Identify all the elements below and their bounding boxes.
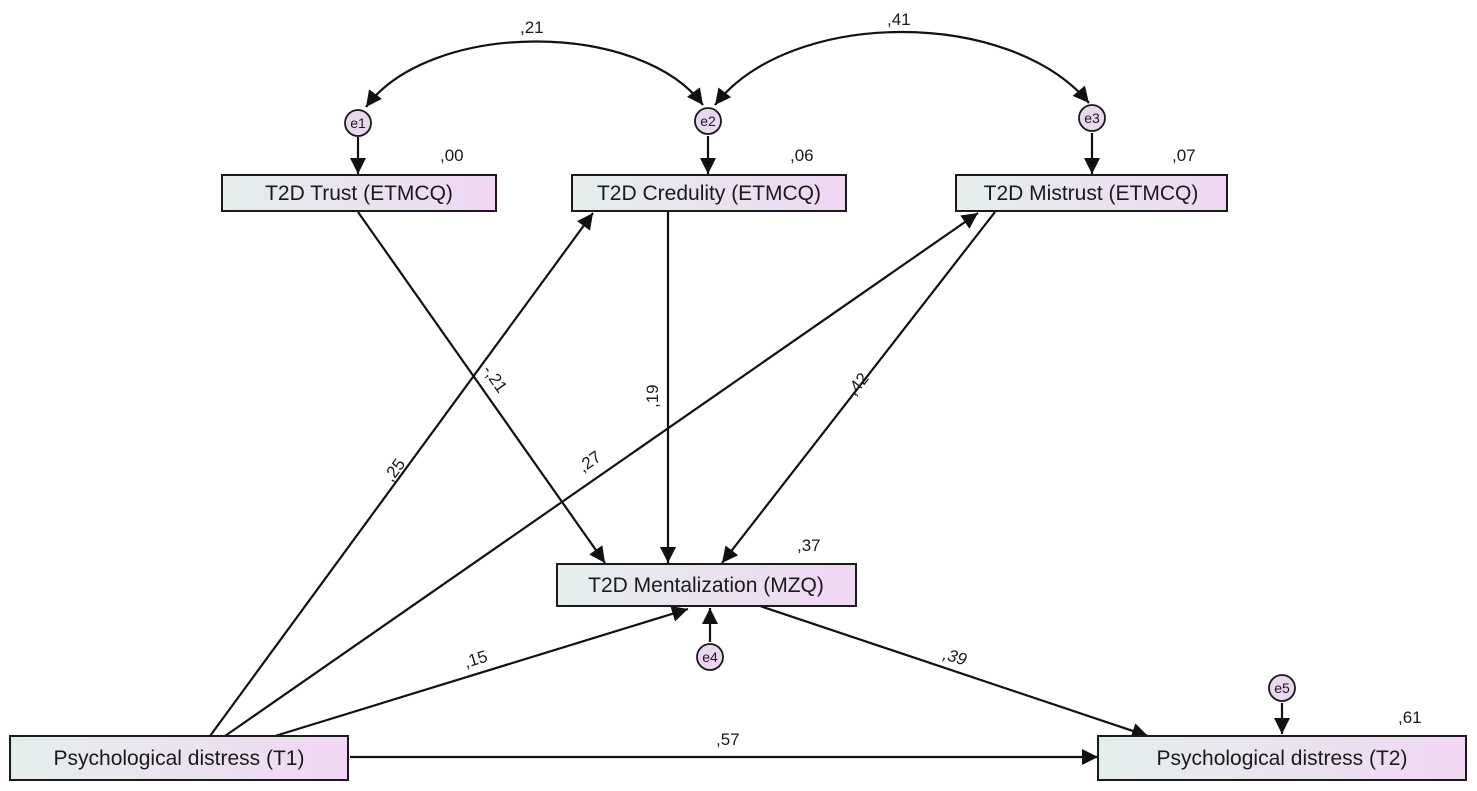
coef-t1-to-t2: ,57	[716, 730, 740, 749]
covariance-arc-e2-e3	[714, 30, 1090, 106]
node-label: Psychological distress (T2)	[1157, 747, 1408, 770]
r2-trust: ,00	[440, 146, 464, 165]
error-e4: e4	[696, 643, 724, 671]
path-t1-to-mistrust	[224, 212, 979, 737]
error-e5: e5	[1268, 674, 1296, 702]
r2-credulity: ,06	[790, 146, 814, 165]
node-trust: T2D Trust (ETMCQ)	[221, 174, 497, 212]
error-label: e5	[1274, 680, 1290, 696]
error-e1: e1	[344, 109, 372, 137]
node-distress-t2: Psychological distress (T2)	[1097, 735, 1467, 781]
node-distress-t1: Psychological distress (T1)	[9, 735, 349, 781]
node-mistrust: T2D Mistrust (ETMCQ)	[955, 174, 1228, 212]
node-label: T2D Credulity (ETMCQ)	[597, 182, 821, 205]
coef-t1-to-mistrust: ,27	[574, 447, 604, 476]
node-mentalization: T2D Mentalization (MZQ)	[556, 563, 857, 607]
node-label: Psychological distress (T1)	[54, 747, 305, 770]
covariance-arc-e1-e2	[365, 40, 704, 108]
coef-t1-to-credulity: ,25	[380, 455, 409, 485]
node-credulity: T2D Credulity (ETMCQ)	[571, 174, 847, 212]
node-label: T2D Mistrust (ETMCQ)	[984, 182, 1199, 205]
node-label: T2D Mentalization (MZQ)	[588, 574, 824, 597]
coef-mentalization-to-t2: ,39	[941, 645, 969, 670]
path-t1-to-mentalization	[274, 606, 689, 738]
error-e2: e2	[694, 107, 722, 135]
path-mentalization-to-t2	[759, 604, 1149, 739]
r2-mentalization: ,37	[797, 536, 821, 555]
coef-t1-to-mentalization: ,15	[462, 647, 490, 672]
coef-e2-e3: ,41	[887, 10, 911, 29]
path-t1-to-credulity	[209, 212, 594, 737]
error-label: e4	[702, 649, 718, 665]
coef-credulity-to-mentalization: ,19	[643, 384, 662, 408]
r2-mistrust: ,07	[1172, 146, 1196, 165]
r2-distress-t2: ,61	[1398, 708, 1422, 727]
path-trust-to-mentalization	[357, 211, 606, 564]
error-label: e3	[1084, 110, 1100, 126]
path-mistrust-to-mentalization	[721, 211, 996, 564]
error-e3: e3	[1078, 104, 1106, 132]
error-label: e1	[350, 115, 366, 131]
node-label: T2D Trust (ETMCQ)	[265, 182, 453, 205]
error-label: e2	[700, 113, 716, 129]
coef-e1-e2: ,21	[520, 18, 544, 37]
